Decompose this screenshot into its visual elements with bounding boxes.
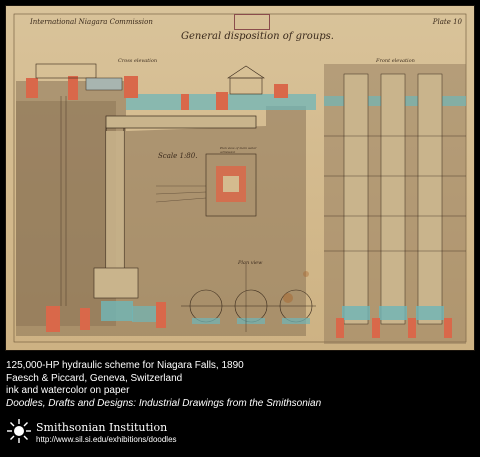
cross-elevation-label: Cross elevation [118,58,158,64]
caption-title: 125,000-HP hydraulic scheme for Niagara … [6,360,244,371]
smithsonian-sunburst-icon [7,419,31,443]
plate-number: Plate 10 [432,18,462,26]
caption-block: 125,000-HP hydraulic scheme for Niagara … [6,360,476,410]
smithsonian-credit: Smithsonian Institution http://www.sil.s… [6,418,476,454]
engineering-drawing [13,13,467,344]
plate-title: International Niagara Commission [30,18,153,26]
inset-plan-label: Plan view of main water admission [220,146,257,154]
plan-view-label: Plan view [238,260,263,266]
collection-stamp [234,14,270,30]
drawing-title: General disposition of groups. [181,31,334,42]
organization-name: Smithsonian Institution [36,421,168,434]
caption-medium: ink and watercolor on paper [6,385,130,397]
organization-url[interactable]: http://www.sil.si.edu/exhibitions/doodle… [36,435,177,444]
drawing-sheet: International Niagara Commission Plate 1… [6,6,474,350]
caption-makers: Faesch & Piccard, Geneva, Switzerland [6,372,183,384]
caption-exhibition: Doodles, Drafts and Designs: Industrial … [6,397,322,409]
scale-label: Scale 1:80. [158,152,198,160]
front-elevation-label: Front elevation [376,58,415,64]
